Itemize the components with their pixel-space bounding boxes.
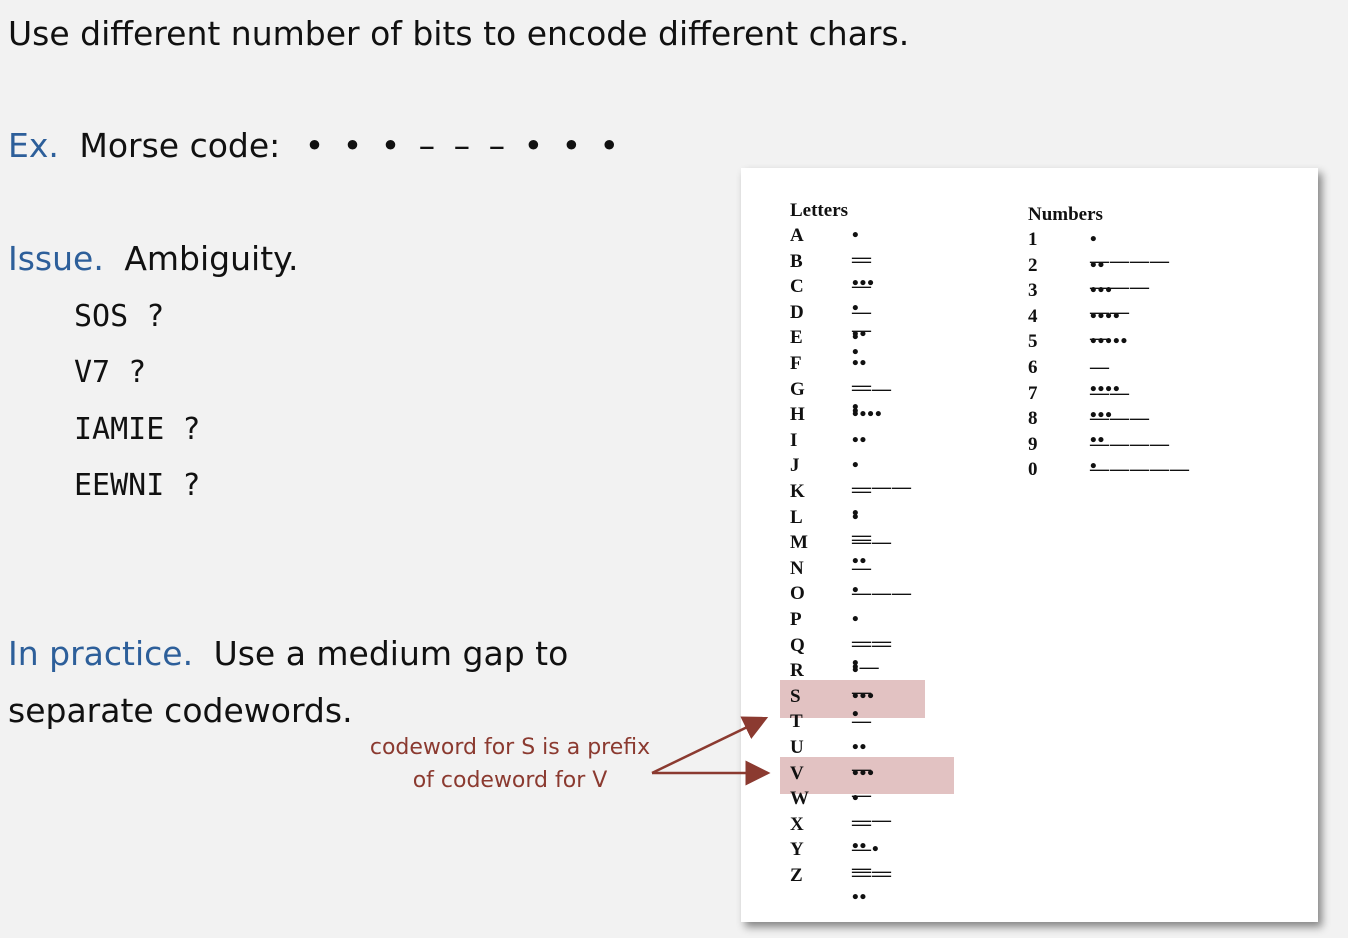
- morse-code: —————: [1090, 459, 1190, 481]
- morse-letter: D: [790, 301, 804, 323]
- morse-code: •———: [852, 455, 912, 499]
- morse-letter: G: [790, 378, 805, 400]
- morse-letter: M: [790, 532, 808, 554]
- morse-code: —•••: [852, 250, 875, 294]
- example-morse: • • • – – – • • •: [304, 126, 624, 165]
- morse-letter: F: [790, 353, 802, 374]
- morse-letter: Z: [790, 865, 803, 886]
- morse-code: ••—•: [852, 353, 872, 418]
- morse-code: —••••: [1090, 357, 1121, 400]
- morse-code: —: [852, 711, 872, 733]
- issue-example: EEWNI ?: [74, 468, 201, 503]
- issue-example: V7 ?: [74, 355, 147, 390]
- arrow-to-s: [651, 716, 769, 775]
- issue-example: IAMIE ?: [74, 412, 201, 447]
- example-label: Ex.: [8, 126, 59, 165]
- morse-number: 5: [1028, 331, 1038, 353]
- issue-line: Issue. Ambiguity.: [8, 239, 298, 278]
- morse-code: •—: [852, 225, 872, 268]
- morse-code: ——•—: [852, 634, 892, 678]
- example-text: Morse code:: [79, 126, 281, 165]
- morse-code: ——: [852, 532, 892, 554]
- annotation: codeword for S is a prefix of codeword f…: [350, 731, 670, 797]
- morse-letter: T: [790, 711, 803, 733]
- morse-code: ••: [852, 429, 868, 451]
- morse-code: ———••: [1090, 408, 1150, 452]
- morse-letter: B: [790, 250, 803, 272]
- practice-label: In practice.: [8, 634, 194, 673]
- practice-text: Use a medium gap to: [213, 634, 569, 673]
- morse-number: 1: [1028, 229, 1038, 250]
- morse-code: ••••: [852, 404, 883, 426]
- morse-code: •••——: [1090, 280, 1130, 324]
- morse-code: •—•: [852, 660, 872, 726]
- morse-code: —•: [852, 557, 872, 601]
- morse-letter: P: [790, 609, 802, 630]
- morse-letter: J: [790, 455, 800, 477]
- issue-text: Ambiguity.: [124, 239, 299, 278]
- morse-code: ——•••: [1090, 382, 1130, 426]
- morse-letter: N: [790, 557, 804, 579]
- morse-letter: E: [790, 327, 803, 349]
- practice-line: In practice. Use a medium gap to: [8, 634, 568, 673]
- morse-code: —•—: [852, 481, 872, 546]
- practice-text-2: separate codewords.: [8, 691, 353, 730]
- morse-number: 2: [1028, 254, 1038, 276]
- morse-code: •—••: [852, 506, 872, 572]
- morse-number: 9: [1028, 433, 1038, 455]
- morse-code: ••••—: [1090, 305, 1121, 349]
- morse-code: ————•: [1090, 433, 1170, 477]
- morse-letter: S: [790, 685, 801, 707]
- morse-code: •——•: [852, 609, 892, 674]
- morse-letter: X: [790, 813, 804, 835]
- morse-letter: U: [790, 737, 804, 758]
- morse-letter: I: [790, 429, 798, 451]
- morse-code: ——••: [852, 865, 892, 908]
- highlight-v: [780, 757, 954, 794]
- morse-letter: R: [790, 660, 804, 682]
- annotation-line-1: codeword for S is a prefix: [369, 735, 651, 760]
- morse-code: ••———: [1090, 254, 1150, 298]
- morse-letter: V: [790, 762, 804, 784]
- annotation-line-2: of codeword for V: [412, 768, 608, 793]
- morse-code: •: [852, 327, 860, 349]
- morse-code: •••••: [1090, 331, 1129, 353]
- morse-letter: C: [790, 276, 804, 298]
- morse-code: ——•: [852, 378, 892, 422]
- example-line: Ex. Morse code: • • • – – – • • •: [8, 126, 623, 165]
- letters-header: Letters: [790, 200, 849, 221]
- morse-number: 4: [1028, 305, 1038, 327]
- issue-label: Issue.: [8, 239, 104, 278]
- morse-code: —•——: [852, 839, 892, 883]
- morse-code: •••—: [852, 762, 875, 806]
- morse-letter: Y: [790, 839, 804, 861]
- morse-number: 8: [1028, 408, 1038, 430]
- morse-code: ••—: [852, 737, 872, 780]
- morse-code: —••—: [852, 813, 872, 879]
- morse-number: 7: [1028, 382, 1038, 404]
- morse-code: —•—•: [852, 276, 872, 364]
- morse-code: •————: [1090, 229, 1170, 272]
- morse-letter: O: [790, 583, 805, 605]
- morse-letter: A: [790, 225, 804, 246]
- heading: Use different number of bits to encode d…: [8, 14, 910, 53]
- morse-number: 0: [1028, 459, 1038, 481]
- morse-letter: L: [790, 506, 803, 528]
- morse-letter: Q: [790, 634, 805, 656]
- morse-code: ———: [852, 583, 912, 605]
- morse-letter: K: [790, 481, 805, 502]
- morse-code: •——: [852, 788, 892, 832]
- morse-code-table: Letters Numbers A•—B—•••C—•—•D—••E•F••—•…: [741, 168, 1318, 922]
- morse-code: •••: [852, 685, 875, 707]
- numbers-header: Numbers: [1028, 204, 1103, 225]
- issue-example: SOS ?: [74, 299, 165, 334]
- morse-code: —••: [852, 301, 872, 345]
- highlight-s: [780, 680, 925, 718]
- morse-number: 3: [1028, 280, 1038, 302]
- morse-number: 6: [1028, 357, 1038, 378]
- morse-letter: H: [790, 404, 805, 426]
- morse-letter: W: [790, 788, 809, 810]
